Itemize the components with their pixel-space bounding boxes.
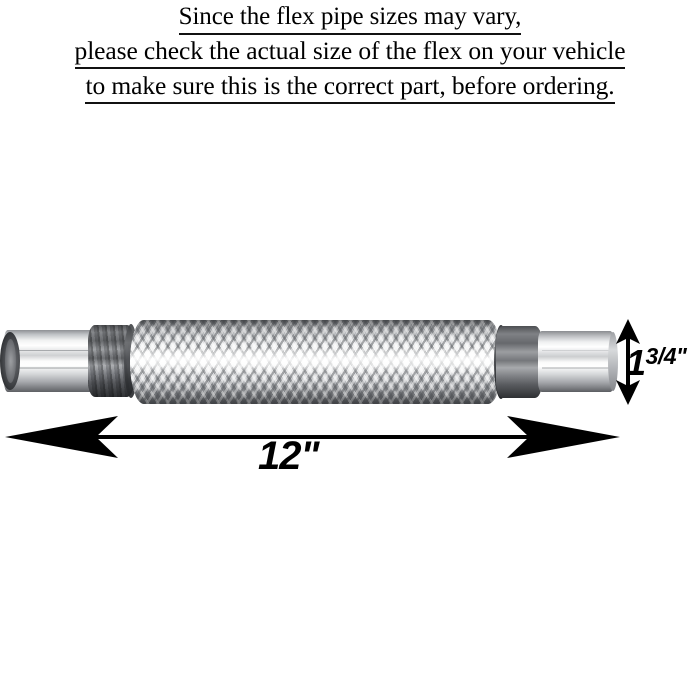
notice-line-2: please check the actual size of the flex… [0, 36, 700, 69]
diameter-dimension-arrow [612, 316, 644, 408]
braided-flex-section [130, 320, 502, 404]
notice-text-block: Since the flex pipe sizes may vary, plea… [0, 0, 700, 120]
notice-line-2-text: please check the actual size of the flex… [74, 36, 626, 69]
length-dimension-arrow [0, 410, 630, 466]
length-label: 12" [258, 434, 319, 478]
pipe-end-cap-right [608, 332, 618, 391]
braid-specular-highlight [130, 320, 502, 404]
double-headed-arrow-horizontal-icon [5, 416, 620, 458]
diameter-whole-number: 1 [626, 342, 646, 383]
notice-line-1-text: Since the flex pipe sizes may vary, [178, 2, 521, 35]
braid-weave-strands-b [130, 320, 502, 404]
diameter-label: 13/4" [626, 338, 687, 383]
braid-cylindrical-shading [130, 320, 502, 404]
braid-weave-strands-a [130, 320, 502, 404]
double-headed-arrow-vertical-icon [616, 319, 640, 405]
notice-line-3: to make sure this is the correct part, b… [0, 71, 700, 104]
chrome-pipe-end-right [538, 331, 614, 392]
flex-pipe-product [0, 312, 620, 412]
notice-line-3-text: to make sure this is the correct part, b… [85, 71, 615, 104]
notice-line-1: Since the flex pipe sizes may vary, [0, 2, 700, 35]
diameter-fraction: 3/4" [645, 343, 687, 369]
clamp-collar-right [496, 326, 542, 398]
pipe-bore-inner-left [5, 339, 16, 383]
